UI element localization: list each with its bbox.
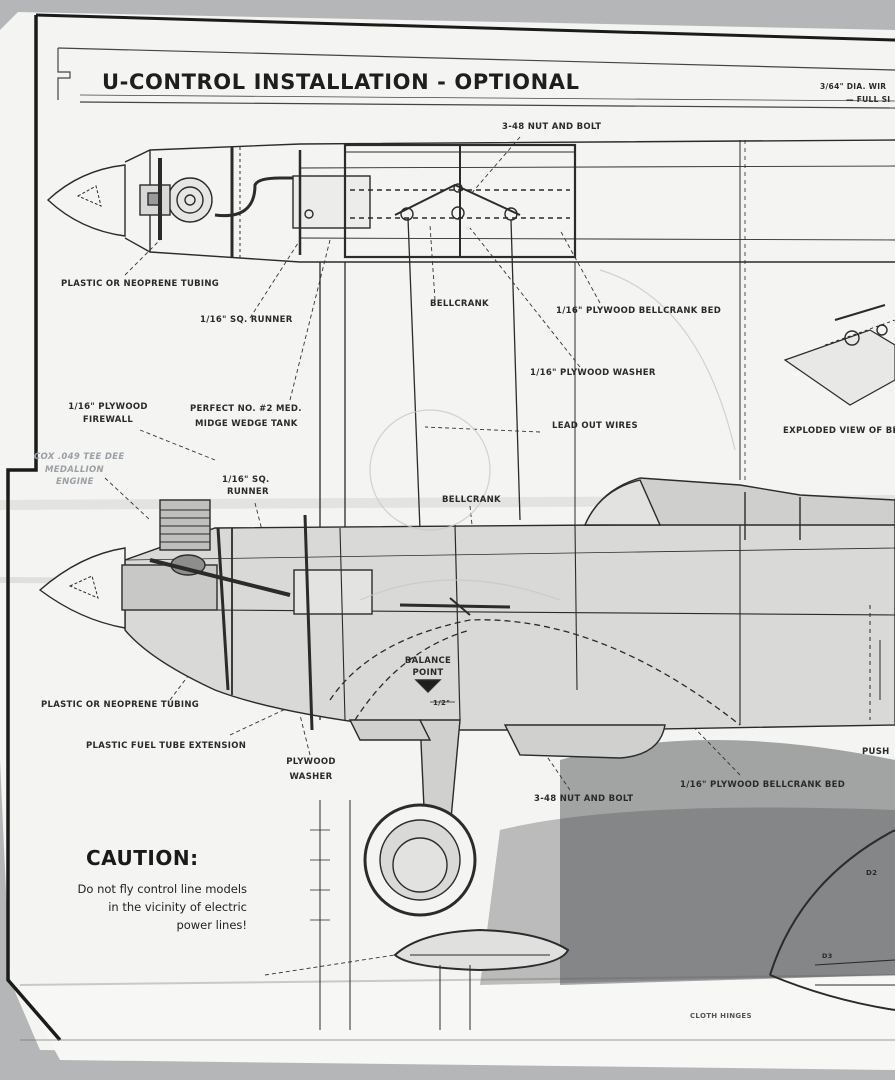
label-firewall-line2: FIREWALL bbox=[82, 415, 134, 425]
label-bellcrank-bed-side: 1/16" PLYWOOD BELLCRANK BED bbox=[680, 780, 846, 790]
label-plywood-washer-top: 1/16" PLYWOOD WASHER bbox=[530, 368, 656, 378]
page-title: U-CONTROL INSTALLATION - OPTIONAL bbox=[102, 70, 580, 94]
label-plywood-washer-side-line1: PLYWOOD bbox=[286, 757, 336, 767]
label-nut-bolt-side: 3-48 NUT AND BOLT bbox=[534, 794, 634, 804]
label-tank-line1: PERFECT NO. #2 MED. bbox=[190, 404, 302, 414]
label-bellcrank-bed-top: 1/16" PLYWOOD BELLCRANK BED bbox=[556, 306, 722, 316]
label-plywood-washer-side-line2: WASHER bbox=[289, 772, 333, 782]
label-d3: D3 bbox=[822, 952, 833, 960]
label-push: PUSH bbox=[862, 747, 890, 757]
sheet-border bbox=[6, 15, 62, 1042]
label-tubing-top: PLASTIC OR NEOPRENE TUBING bbox=[61, 279, 220, 289]
label-bellcrank-side: BELLCRANK bbox=[442, 495, 501, 505]
label-runner-side-line1: 1/16" SQ. bbox=[222, 475, 270, 485]
corner-note-line1: 3/64" DIA. WIR bbox=[820, 82, 887, 91]
label-tubing-side: PLASTIC OR NEOPRENE TUBING bbox=[41, 700, 200, 710]
top-view bbox=[46, 139, 895, 480]
label-engine-line1: COX .049 TEE DEE bbox=[34, 452, 125, 462]
label-runner-top: 1/16" SQ. RUNNER bbox=[200, 315, 293, 325]
label-lead-out-wires: LEAD OUT WIRES bbox=[552, 421, 638, 431]
label-balance-point-line1: BALANCE bbox=[404, 656, 452, 666]
label-engine-line3: ENGINE bbox=[56, 477, 94, 487]
label-fuel-tube-extension: PLASTIC FUEL TUBE EXTENSION bbox=[86, 741, 247, 751]
label-d2: D2 bbox=[866, 869, 878, 877]
corner-note-line2: — FULL SI bbox=[846, 95, 891, 104]
caution-body: Do not fly control line models in the vi… bbox=[77, 882, 247, 932]
side-view bbox=[20, 304, 895, 1041]
label-exploded-view: EXPLODED VIEW OF BE bbox=[783, 426, 895, 436]
label-cloth-hinges: CLOTH HINGES bbox=[690, 1012, 752, 1020]
label-firewall-line1: 1/16" PLYWOOD bbox=[68, 402, 148, 412]
label-balance-dimension: 1/2" bbox=[433, 699, 451, 707]
label-runner-side-line2: RUNNER bbox=[227, 487, 269, 497]
caution-heading: CAUTION: bbox=[86, 846, 199, 870]
label-tank-line2: MIDGE WEDGE TANK bbox=[195, 419, 298, 429]
label-balance-point-line2: POINT bbox=[412, 668, 444, 678]
label-bellcrank-top: BELLCRANK bbox=[430, 299, 489, 309]
label-nut-bolt-top: 3-48 NUT AND BOLT bbox=[502, 122, 602, 132]
label-engine-line2: MEDALLION bbox=[45, 465, 104, 475]
